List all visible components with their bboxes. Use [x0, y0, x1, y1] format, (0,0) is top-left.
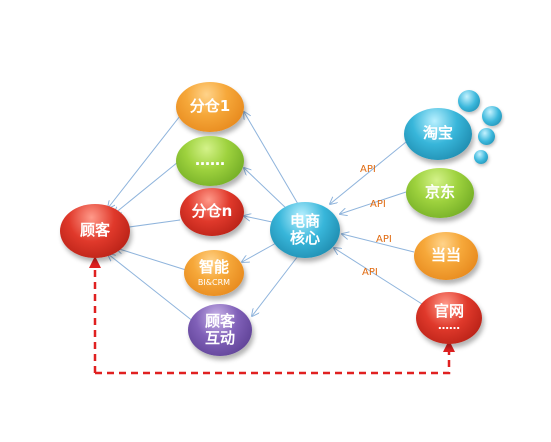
api-label-dangdang: API — [376, 234, 392, 245]
edge-official-core — [334, 248, 423, 305]
jd-label: 京东 — [424, 183, 455, 202]
taobao-bubble-small-2 — [474, 150, 488, 164]
taobao-bubble-large — [458, 90, 480, 112]
edge-dashed-loop — [93, 265, 451, 375]
edge-branchdots-customer — [114, 161, 179, 214]
api-label-official: API — [362, 267, 378, 278]
dangdang-label: 当当 — [430, 246, 461, 265]
node-branch-n: 分仓n — [180, 188, 244, 236]
core-label-line1: 电商 — [289, 211, 320, 230]
interaction-label-line2: 互动 — [204, 329, 235, 347]
edge-core-interaction — [252, 255, 299, 316]
node-customer: 顾客 — [60, 204, 130, 258]
arrowhead-official — [443, 340, 455, 352]
node-branch-1: 分仓1 — [176, 82, 244, 132]
taobao-label: 淘宝 — [422, 124, 453, 143]
api-label-jd: API — [370, 199, 386, 210]
node-dangdang: 当当 — [414, 232, 478, 280]
node-jd: 京东 — [406, 168, 474, 218]
edge-core-branch1 — [244, 112, 299, 205]
node-ecommerce-core: 电商 核心 — [270, 202, 340, 258]
edge-branchn-customer — [122, 219, 181, 228]
api-label-taobao: API — [360, 164, 376, 175]
edge-core-smart — [242, 241, 279, 262]
edge-smart-customer — [116, 248, 187, 271]
taobao-bubble-small-1 — [478, 128, 495, 145]
official-label-line2: …… — [438, 319, 460, 333]
node-official-site: 官网 …… — [416, 292, 482, 344]
bi-crm-label: BI&CRM — [197, 277, 231, 287]
node-smart-bi-crm: 智能 BI&CRM — [184, 250, 244, 296]
node-customer-interaction: 顾客 互动 — [188, 304, 252, 356]
taobao-bubble-medium — [482, 106, 502, 126]
edge-jd-core — [340, 191, 407, 214]
edge-branch1-customer — [108, 115, 181, 208]
edge-dangdang-core — [342, 234, 415, 253]
smart-label: 智能 — [198, 258, 229, 277]
node-branch-dots: …… — [176, 136, 244, 186]
node-taobao: 淘宝 — [404, 108, 472, 160]
branch-dots-label: …… — [195, 151, 225, 170]
interaction-label-line1: 顾客 — [204, 311, 235, 330]
customer-label: 顾客 — [79, 221, 110, 240]
branch-1-label: 分仓1 — [189, 97, 231, 116]
arrowhead-customer — [89, 256, 101, 268]
edge-interaction-customer — [108, 254, 195, 323]
core-label-line2: 核心 — [289, 229, 320, 247]
official-label-line1: 官网 — [433, 302, 464, 321]
edge-core-branchdots — [244, 168, 289, 211]
edge-core-branchn — [244, 216, 273, 223]
branch-n-label: 分仓n — [191, 202, 233, 221]
edge-taobao-core — [330, 141, 407, 204]
